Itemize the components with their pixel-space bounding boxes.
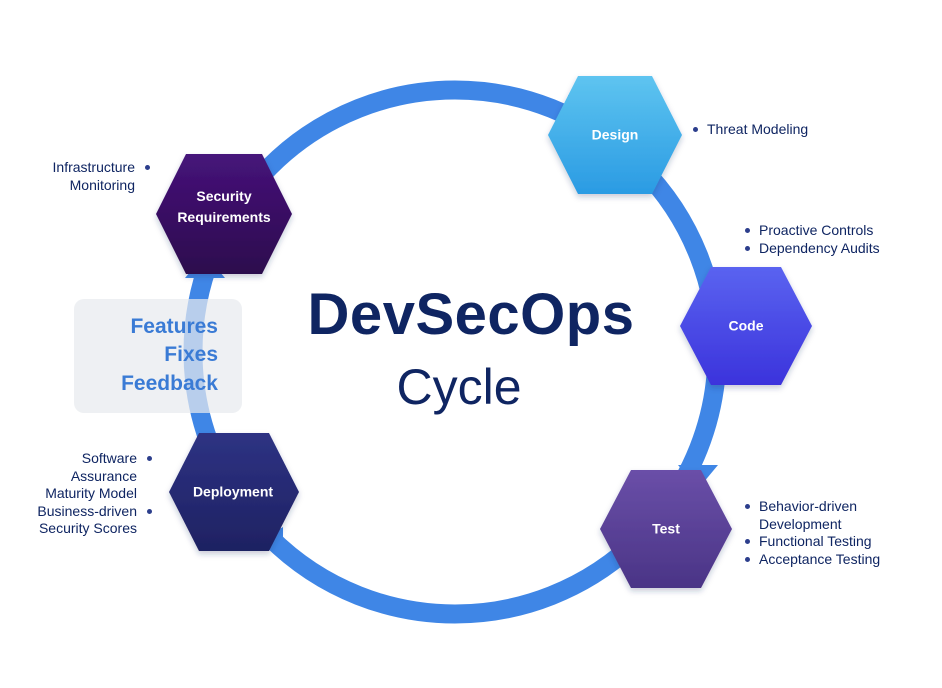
deployment-notes: Software Assurance Maturity Model Busine… — [37, 450, 152, 538]
security-requirements-label-line1: Security — [196, 188, 252, 204]
deployment-hexagon — [169, 433, 299, 551]
deployment-note-assurance: Assurance — [70, 467, 137, 484]
test-note-behavior-driven: Behavior-driven — [745, 498, 880, 516]
code-notes: Proactive Controls Dependency Audits — [745, 222, 880, 257]
test-note-functional-testing: Functional Testing — [745, 533, 880, 551]
test-note-development: Development — [759, 515, 842, 532]
design-note-threat-modeling: Threat Modeling — [693, 121, 808, 139]
deployment-note-software: Software — [37, 450, 152, 468]
diagram-title: DevSecOps — [307, 282, 635, 347]
security-requirements-note-infrastructure: Infrastructure — [53, 159, 151, 177]
code-note-proactive-controls: Proactive Controls — [745, 222, 880, 240]
security-requirements-label-line2: Requirements — [177, 209, 271, 225]
security-requirements-label: Security Requirements — [177, 186, 270, 228]
feedback-line-feedback: Feedback — [121, 372, 218, 395]
feedback-line-fixes: Fixes — [164, 343, 218, 366]
deployment-note-security-scores: Security Scores — [38, 520, 137, 536]
test-label: Test — [652, 520, 680, 537]
code-note-dependency-audits: Dependency Audits — [745, 240, 880, 258]
feedback-line-features: Features — [130, 315, 218, 338]
feedback-box: Features Fixes Feedback — [74, 299, 242, 413]
deployment-note-maturity-model: Maturity Model — [45, 485, 137, 501]
deployment-note-business-driven: Business-driven — [37, 503, 152, 521]
code-label: Code — [728, 317, 764, 334]
diagram-subtitle: Cycle — [396, 359, 522, 415]
design-label: Design — [591, 126, 639, 143]
security-requirements-notes: Infrastructure Monitoring — [53, 159, 151, 194]
design-hexagon — [548, 76, 682, 194]
design-notes: Threat Modeling — [693, 121, 808, 139]
test-hexagon — [600, 470, 732, 588]
deployment-label: Deployment — [192, 483, 274, 500]
security-requirements-note-monitoring: Monitoring — [69, 176, 135, 193]
security-requirements-hexagon — [156, 154, 292, 274]
code-hexagon — [680, 267, 812, 385]
test-notes: Behavior-driven Development Functional T… — [745, 498, 880, 568]
test-note-acceptance-testing: Acceptance Testing — [745, 551, 880, 569]
